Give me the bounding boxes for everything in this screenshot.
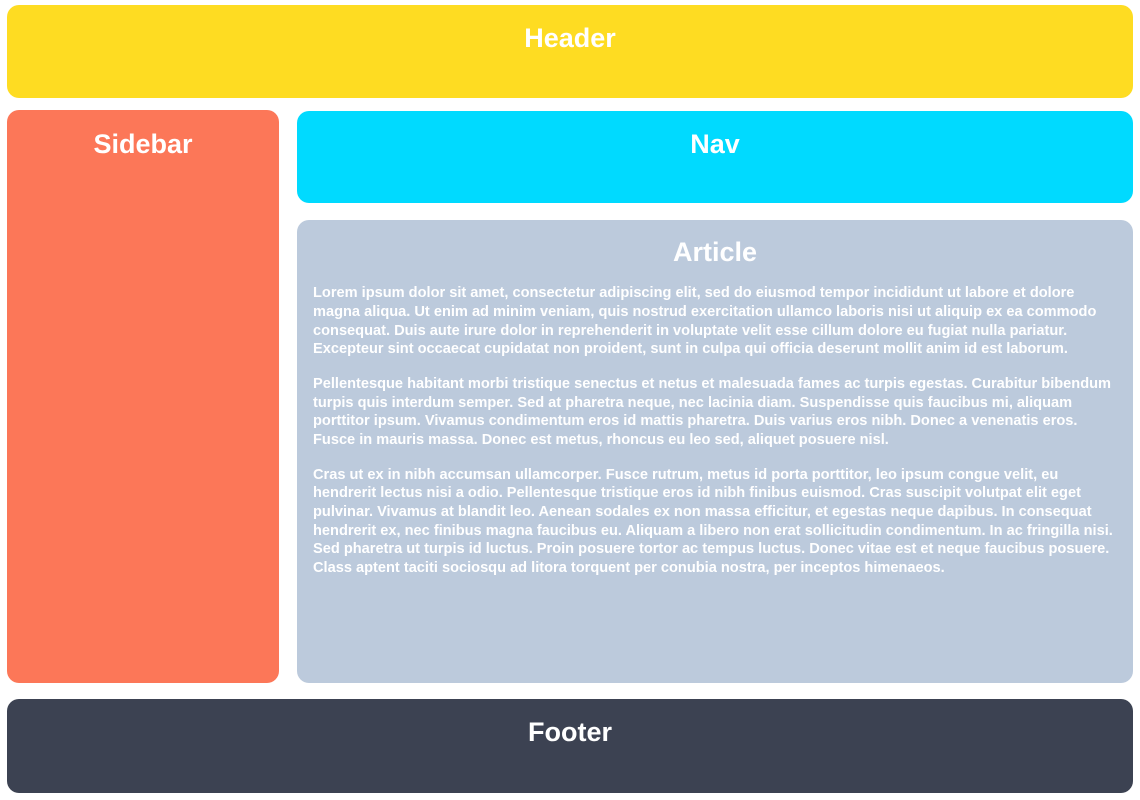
article-title: Article [672,237,758,267]
nav-region: Nav [297,111,1133,203]
header-region: Header [7,5,1133,98]
footer-title: Footer [528,717,612,747]
article-region: Article Lorem ipsum dolor sit amet, cons… [297,220,1133,683]
article-paragraph-1: Lorem ipsum dolor sit amet, consectetur … [313,285,1097,358]
sidebar-region: Sidebar [7,110,279,683]
article-paragraph-2: Pellentesque habitant morbi tristique se… [313,376,1111,449]
footer-region: Footer [7,699,1133,793]
header-title: Header [524,23,616,53]
article-paragraph-3: Cras ut ex in nibh accumsan ullamcorper.… [313,466,1113,577]
nav-title: Nav [690,129,740,159]
sidebar-title: Sidebar [93,129,193,159]
